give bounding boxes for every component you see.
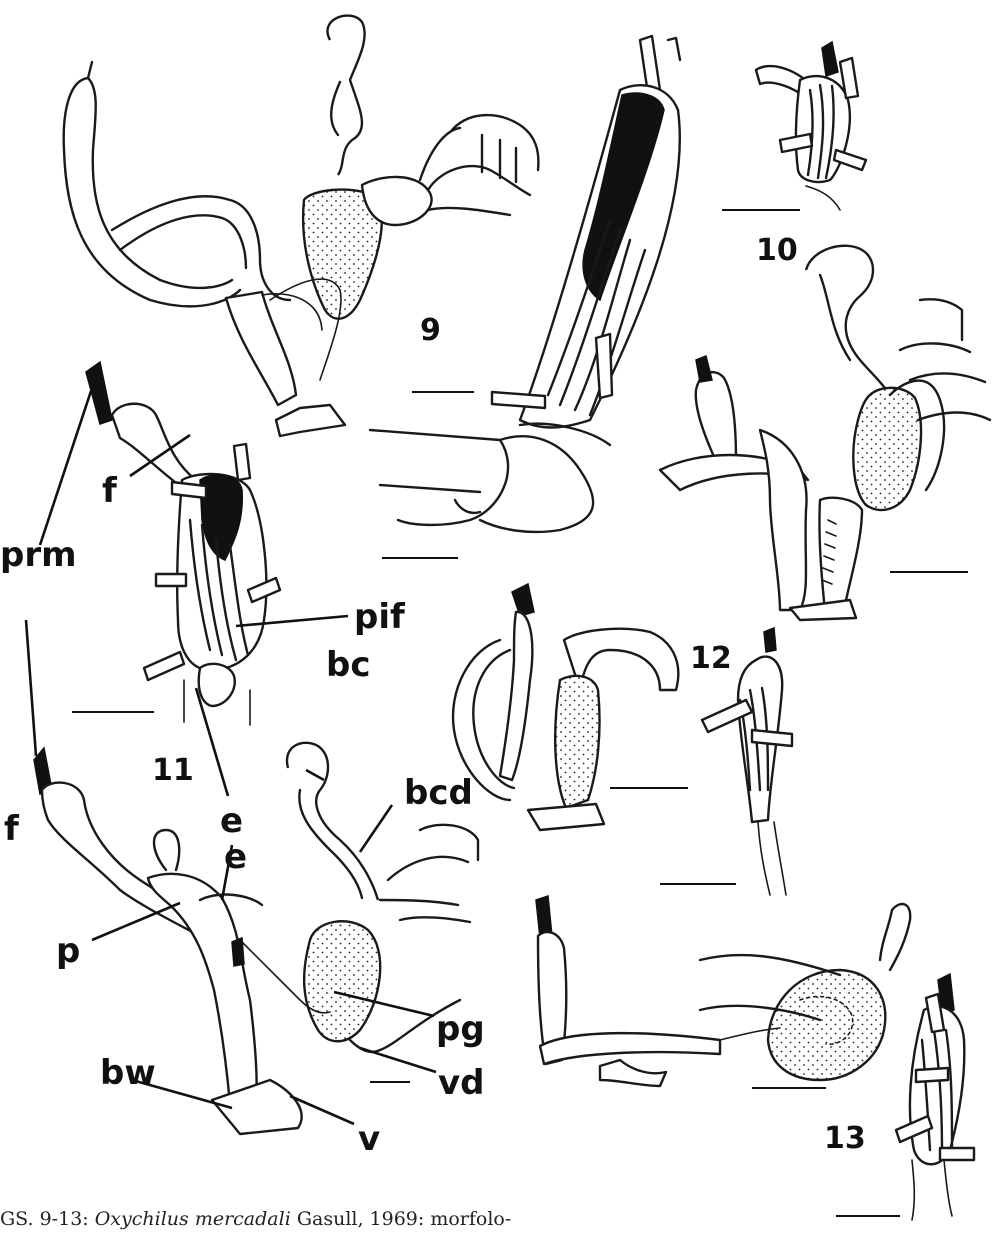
figure-number-13: 13: [824, 1121, 866, 1156]
labels: 9 10 11 12 13 prm f f pif bc bcd e e p p…: [0, 233, 866, 1159]
label-e-upper: e: [220, 801, 243, 841]
figure-caption: GS. 9-13: Oxychilus mercadali Gasull, 19…: [0, 1208, 820, 1230]
label-pif: pif: [354, 597, 406, 637]
figure-11-drawing: [86, 362, 280, 725]
caption-rest: Gasull, 1969: morfolo-: [291, 1208, 512, 1230]
figure-10b-drawing: [660, 246, 990, 620]
figure-number-11: 11: [152, 753, 194, 788]
figure-number-9: 9: [420, 313, 441, 348]
label-bc: bc: [326, 645, 371, 685]
figure-number-12: 12: [690, 641, 732, 676]
figure-9-drawing: [64, 16, 539, 436]
label-pg: pg: [436, 1009, 485, 1049]
label-f-lower: f: [4, 809, 20, 849]
label-v: v: [358, 1119, 380, 1159]
label-bw: bw: [100, 1053, 156, 1093]
label-bcd: bcd: [404, 773, 473, 813]
label-p: p: [56, 931, 80, 971]
figure-10-drawing: [756, 42, 866, 210]
caption-prefix: GS. 9-13:: [0, 1208, 95, 1230]
figure-12-drawing: [453, 584, 792, 895]
label-prm: prm: [0, 535, 77, 575]
figure-number-10: 10: [756, 233, 798, 268]
figure-13-drawing: [536, 896, 974, 1220]
label-f-upper: f: [102, 471, 118, 511]
caption-species: Oxychilus mercadali: [95, 1208, 291, 1230]
label-e-lower: e: [224, 837, 247, 877]
figure-9b-drawing: [370, 36, 680, 532]
label-vd: vd: [438, 1063, 485, 1103]
